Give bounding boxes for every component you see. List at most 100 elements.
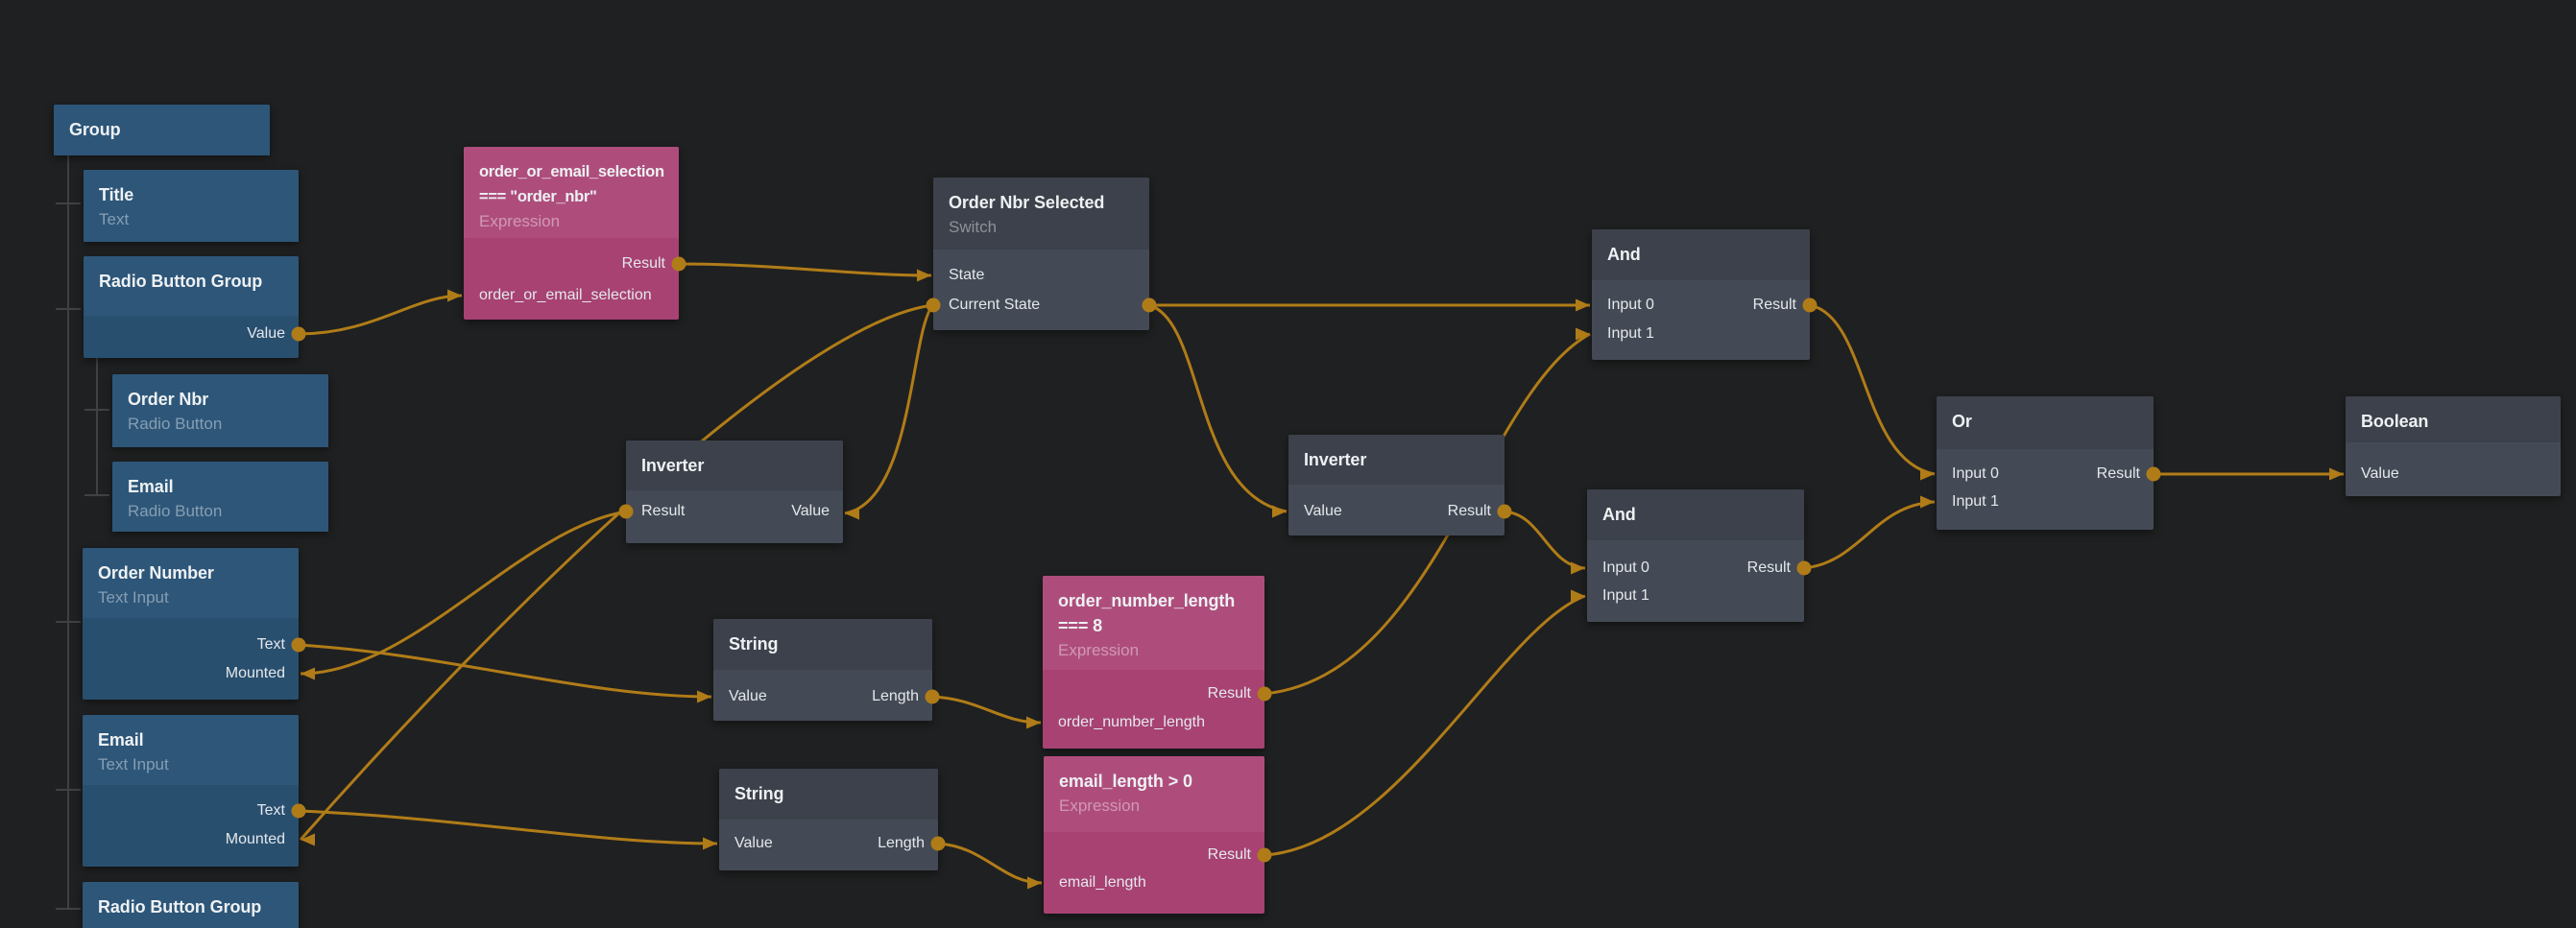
port-and-1-input-1[interactable]: Input 1 — [1607, 325, 1654, 342]
node-header: And — [1587, 489, 1804, 540]
node-header: Inverter — [1288, 435, 1505, 485]
node-title: And — [1607, 245, 1641, 264]
port-and-2-input-0[interactable]: Input 0 — [1602, 559, 1649, 576]
port-switch-order-nbr-selected-current-state[interactable]: Current State — [949, 297, 1041, 313]
node-title: Boolean — [2361, 412, 2429, 431]
port-or-1-result[interactable]: Result — [2096, 465, 2140, 482]
node-subtitle: Text Input — [98, 588, 169, 607]
node-title: Radio Button Group — [98, 897, 262, 916]
node-title: order_or_email_selection === "order_nbr" — [479, 163, 664, 205]
node-title: Inverter — [1304, 450, 1367, 469]
port-string-1-value[interactable]: Value — [729, 688, 767, 704]
port-email-text-input-mounted[interactable]: Mounted — [225, 831, 285, 847]
node-header: email_length > 0 Expression — [1044, 756, 1264, 832]
port-inverter-1-value[interactable]: Value — [791, 503, 830, 519]
node-subtitle: Switch — [949, 218, 998, 236]
port-inverter-1-result[interactable]: Result — [641, 503, 686, 519]
node-title: Title — [99, 185, 134, 204]
node-subtitle: Radio Button — [128, 415, 223, 433]
node-title: email_length > 0 — [1059, 772, 1192, 791]
port-expression-email-length-result[interactable]: Result — [1207, 846, 1251, 863]
node-subtitle: Text — [99, 210, 130, 228]
node-title: Order Number — [98, 563, 214, 583]
port-switch-order-nbr-selected-state[interactable]: State — [949, 267, 985, 283]
node-header: order_or_email_selection === "order_nbr"… — [464, 147, 679, 238]
port-and-2-input-1[interactable]: Input 1 — [1602, 587, 1649, 604]
node-subtitle: Radio Button — [128, 502, 223, 520]
port-inverter-2-result[interactable]: Result — [1447, 503, 1491, 519]
node-title: String — [729, 634, 779, 654]
port-expression-order-or-email-order-or-email-selection[interactable]: order_or_email_selection — [479, 287, 652, 303]
port-radio-button-group-1-value[interactable]: Value — [247, 325, 285, 342]
node-header: Radio Button Group — [83, 882, 299, 928]
port-expression-order-number-length-result[interactable]: Result — [1207, 685, 1251, 702]
node-subtitle: Expression — [479, 212, 561, 230]
node-subtitle: Text Input — [98, 755, 169, 773]
port-inverter-2-value[interactable]: Value — [1304, 503, 1342, 519]
port-order-number-input-text[interactable]: Text — [256, 636, 285, 653]
node-radio-button-group-2[interactable]: Radio Button Group — [83, 882, 299, 928]
node-header: Or — [1937, 396, 2154, 449]
node-header: Radio Button Group — [84, 256, 299, 316]
node-subtitle: Expression — [1058, 641, 1140, 659]
port-string-2-value[interactable]: Value — [734, 835, 773, 851]
node-title: String — [734, 784, 784, 803]
node-header: Boolean — [2346, 396, 2561, 442]
node-header: order_number_length === 8 Expression — [1043, 576, 1264, 670]
port-or-1-input-0[interactable]: Input 0 — [1952, 465, 1999, 482]
port-expression-order-or-email-result[interactable]: Result — [621, 255, 665, 272]
node-title: Order Nbr — [128, 390, 209, 409]
node-title: order_number_length === 8 — [1058, 591, 1236, 635]
node-title: Or — [1952, 412, 1972, 431]
port-and-1-input-0[interactable]: Input 0 — [1607, 297, 1654, 313]
node-title: Email — [128, 477, 174, 496]
port-expression-order-number-length-order-number-length[interactable]: order_number_length — [1058, 714, 1205, 730]
node-subtitle: Expression — [1059, 797, 1141, 815]
node-title: Order Nbr Selected — [949, 193, 1105, 212]
port-order-number-input-mounted[interactable]: Mounted — [225, 665, 285, 681]
port-string-1-length[interactable]: Length — [872, 688, 919, 704]
port-expression-email-length-email-length[interactable]: email_length — [1059, 874, 1146, 891]
node-header: String — [713, 619, 932, 670]
port-string-2-length[interactable]: Length — [878, 835, 925, 851]
node-title: Email — [98, 730, 144, 750]
node-expression-order-or-email[interactable]: order_or_email_selection === "order_nbr"… — [464, 147, 679, 320]
node-header: Group — [54, 105, 270, 155]
port-and-2-result[interactable]: Result — [1746, 559, 1791, 576]
node-group-header[interactable]: Group — [54, 105, 270, 155]
node-title: Inverter — [641, 456, 705, 475]
node-header: String — [719, 769, 938, 820]
node-title: And — [1602, 505, 1636, 524]
node-header: And — [1592, 229, 1810, 280]
port-boolean-1-value[interactable]: Value — [2361, 465, 2399, 482]
port-and-1-result[interactable]: Result — [1752, 297, 1796, 313]
node-title: Radio Button Group — [99, 272, 263, 291]
node-title: Group — [69, 120, 121, 139]
port-email-text-input-text[interactable]: Text — [256, 802, 285, 819]
port-or-1-input-1[interactable]: Input 1 — [1952, 493, 1999, 510]
